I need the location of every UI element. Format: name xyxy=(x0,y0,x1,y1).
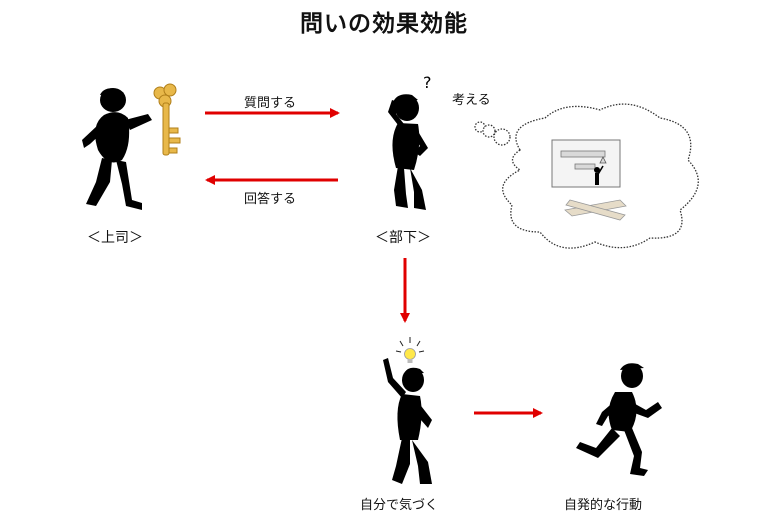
ask-label: 質問する xyxy=(244,96,297,111)
boss-figure xyxy=(82,88,152,210)
idea-panel-icon xyxy=(551,139,627,221)
notice-label: 自分で気づく xyxy=(360,498,439,513)
noticing-figure xyxy=(383,358,432,484)
subordinate-figure xyxy=(388,94,428,210)
question-mark: ? xyxy=(423,73,432,92)
running-figure xyxy=(576,363,662,476)
answer-label: 回答する xyxy=(244,192,297,207)
think-label: 考える xyxy=(452,93,491,108)
boss-label: ＜上司＞ xyxy=(87,230,143,246)
subordinate-label: ＜部下＞ xyxy=(375,230,431,246)
lightbulb-icon xyxy=(395,337,425,363)
key-icon xyxy=(153,83,181,156)
diagram-title: 問いの効果効能 xyxy=(300,11,468,37)
action-label: 自発的な行動 xyxy=(564,498,643,513)
